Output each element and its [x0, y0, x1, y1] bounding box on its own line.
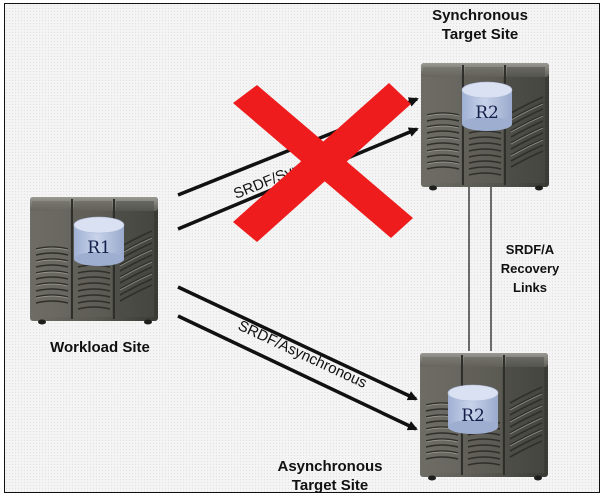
sync-target-storage: R2	[420, 62, 550, 192]
workload-site-storage: R1	[29, 196, 159, 326]
r2-sync-volume-icon: R2	[461, 81, 513, 132]
sync-target-site-label: Synchronous Target Site	[395, 6, 565, 44]
async-target-line1: Asynchronous	[277, 458, 383, 475]
recovery-line1: SRDF/A	[505, 242, 555, 257]
r2-async-volume-label: R2	[461, 406, 485, 426]
async-target-site-label: Asynchronous Target Site	[255, 457, 405, 495]
sync-target-line2: Target Site	[441, 26, 519, 43]
r1-volume-icon: R1	[73, 216, 125, 267]
recovery-links-label: SRDF/A Recovery Links	[480, 240, 580, 297]
async-target-storage: R2	[419, 352, 549, 482]
failed-link-x-icon	[233, 83, 413, 242]
r2-sync-volume-label: R2	[475, 103, 499, 123]
async-link-lower	[177, 314, 418, 431]
async-target-line2: Target Site	[291, 477, 369, 494]
async-link-upper	[177, 285, 418, 401]
recovery-links	[468, 183, 492, 351]
r1-volume-label: R1	[87, 238, 111, 258]
r2-async-volume-icon: R2	[447, 384, 499, 435]
workload-site-label: Workload Site	[50, 339, 150, 356]
async-links: SRDF/Asynchronous	[177, 285, 418, 431]
recovery-line3: Links	[513, 280, 547, 295]
sync-target-line1: Synchronous	[432, 7, 528, 24]
recovery-line2: Recovery	[500, 261, 560, 276]
